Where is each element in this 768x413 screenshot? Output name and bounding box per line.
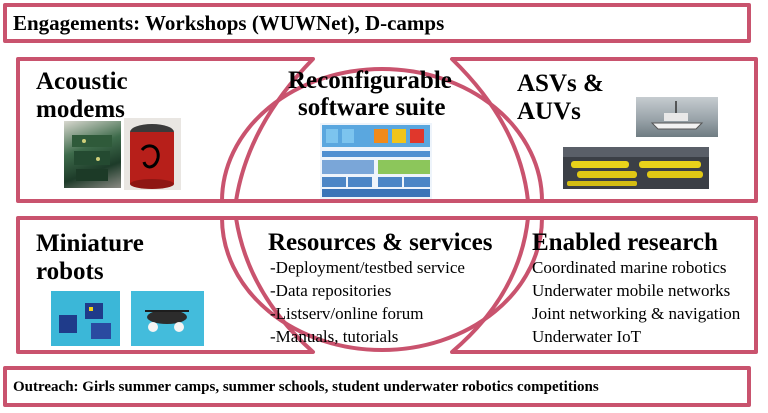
resources-title: Resources & services [268,229,493,256]
research-item: Coordinated marine robotics [532,258,727,277]
modem-canister-photo [124,118,181,190]
resources-item: -Manuals, tutorials [270,327,399,346]
software-architecture-diagram [320,123,432,199]
research-item: Underwater mobile networks [532,281,731,300]
software-suite-title-line1: Reconfigurable [288,67,452,94]
mini-robots-underwater-photo-1 [51,291,120,346]
bottom-bar-frame [3,366,751,407]
resources-item: -Data repositories [270,281,392,300]
enabled-research-title: Enabled research [532,229,718,256]
acoustic-modems-title-line1: Acoustic [36,68,128,95]
software-suite-title-line2: software suite [298,94,446,121]
acoustic-modems-title-line2: modems [36,96,125,123]
mini-robots-underwater-photo-2 [131,291,204,346]
miniature-robots-frame [16,216,315,354]
engagements-text: Engagements: Workshops (WUWNet), D-camps [13,11,445,35]
miniature-robots-title-line2: robots [36,258,104,285]
enabled-research-frame [450,216,758,354]
resources-frame [220,216,544,352]
resources-item: -Deployment/testbed service [270,258,465,277]
asvs-auvs-title-line2: AUVs [517,98,581,125]
resources-item: -Listserv/online forum [270,304,424,323]
modem-board-photo [64,121,121,188]
auv-fleet-photo [563,147,709,189]
top-bar-frame [3,3,751,43]
research-item: Joint networking & navigation [532,304,741,323]
miniature-robots-title-line1: Miniature [36,230,144,257]
outreach-text: Outreach: Girls summer camps, summer sch… [13,379,599,395]
asv-photo [636,97,718,137]
research-item: Underwater IoT [532,327,642,346]
software-suite-frame [220,67,544,203]
asvs-auvs-title-line1: ASVs & [517,70,604,97]
